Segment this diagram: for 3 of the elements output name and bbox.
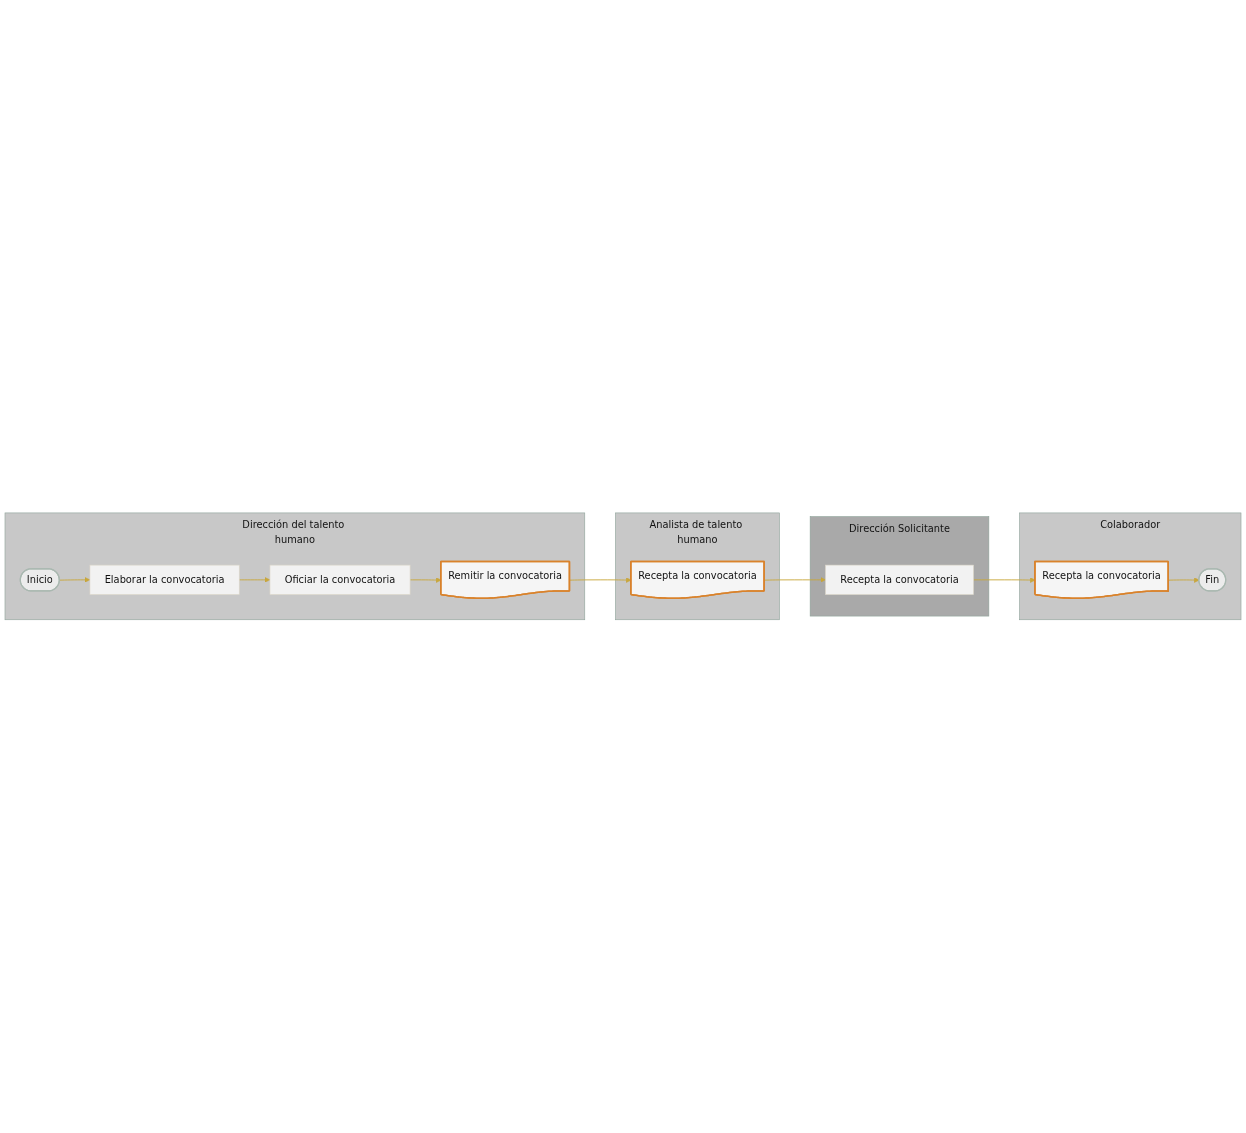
node-box: Recepta la convocatoria bbox=[825, 564, 974, 596]
node-box: Elaborar la convocatoria bbox=[89, 564, 240, 596]
node-box: Oficiar la convocatoria bbox=[269, 564, 411, 596]
